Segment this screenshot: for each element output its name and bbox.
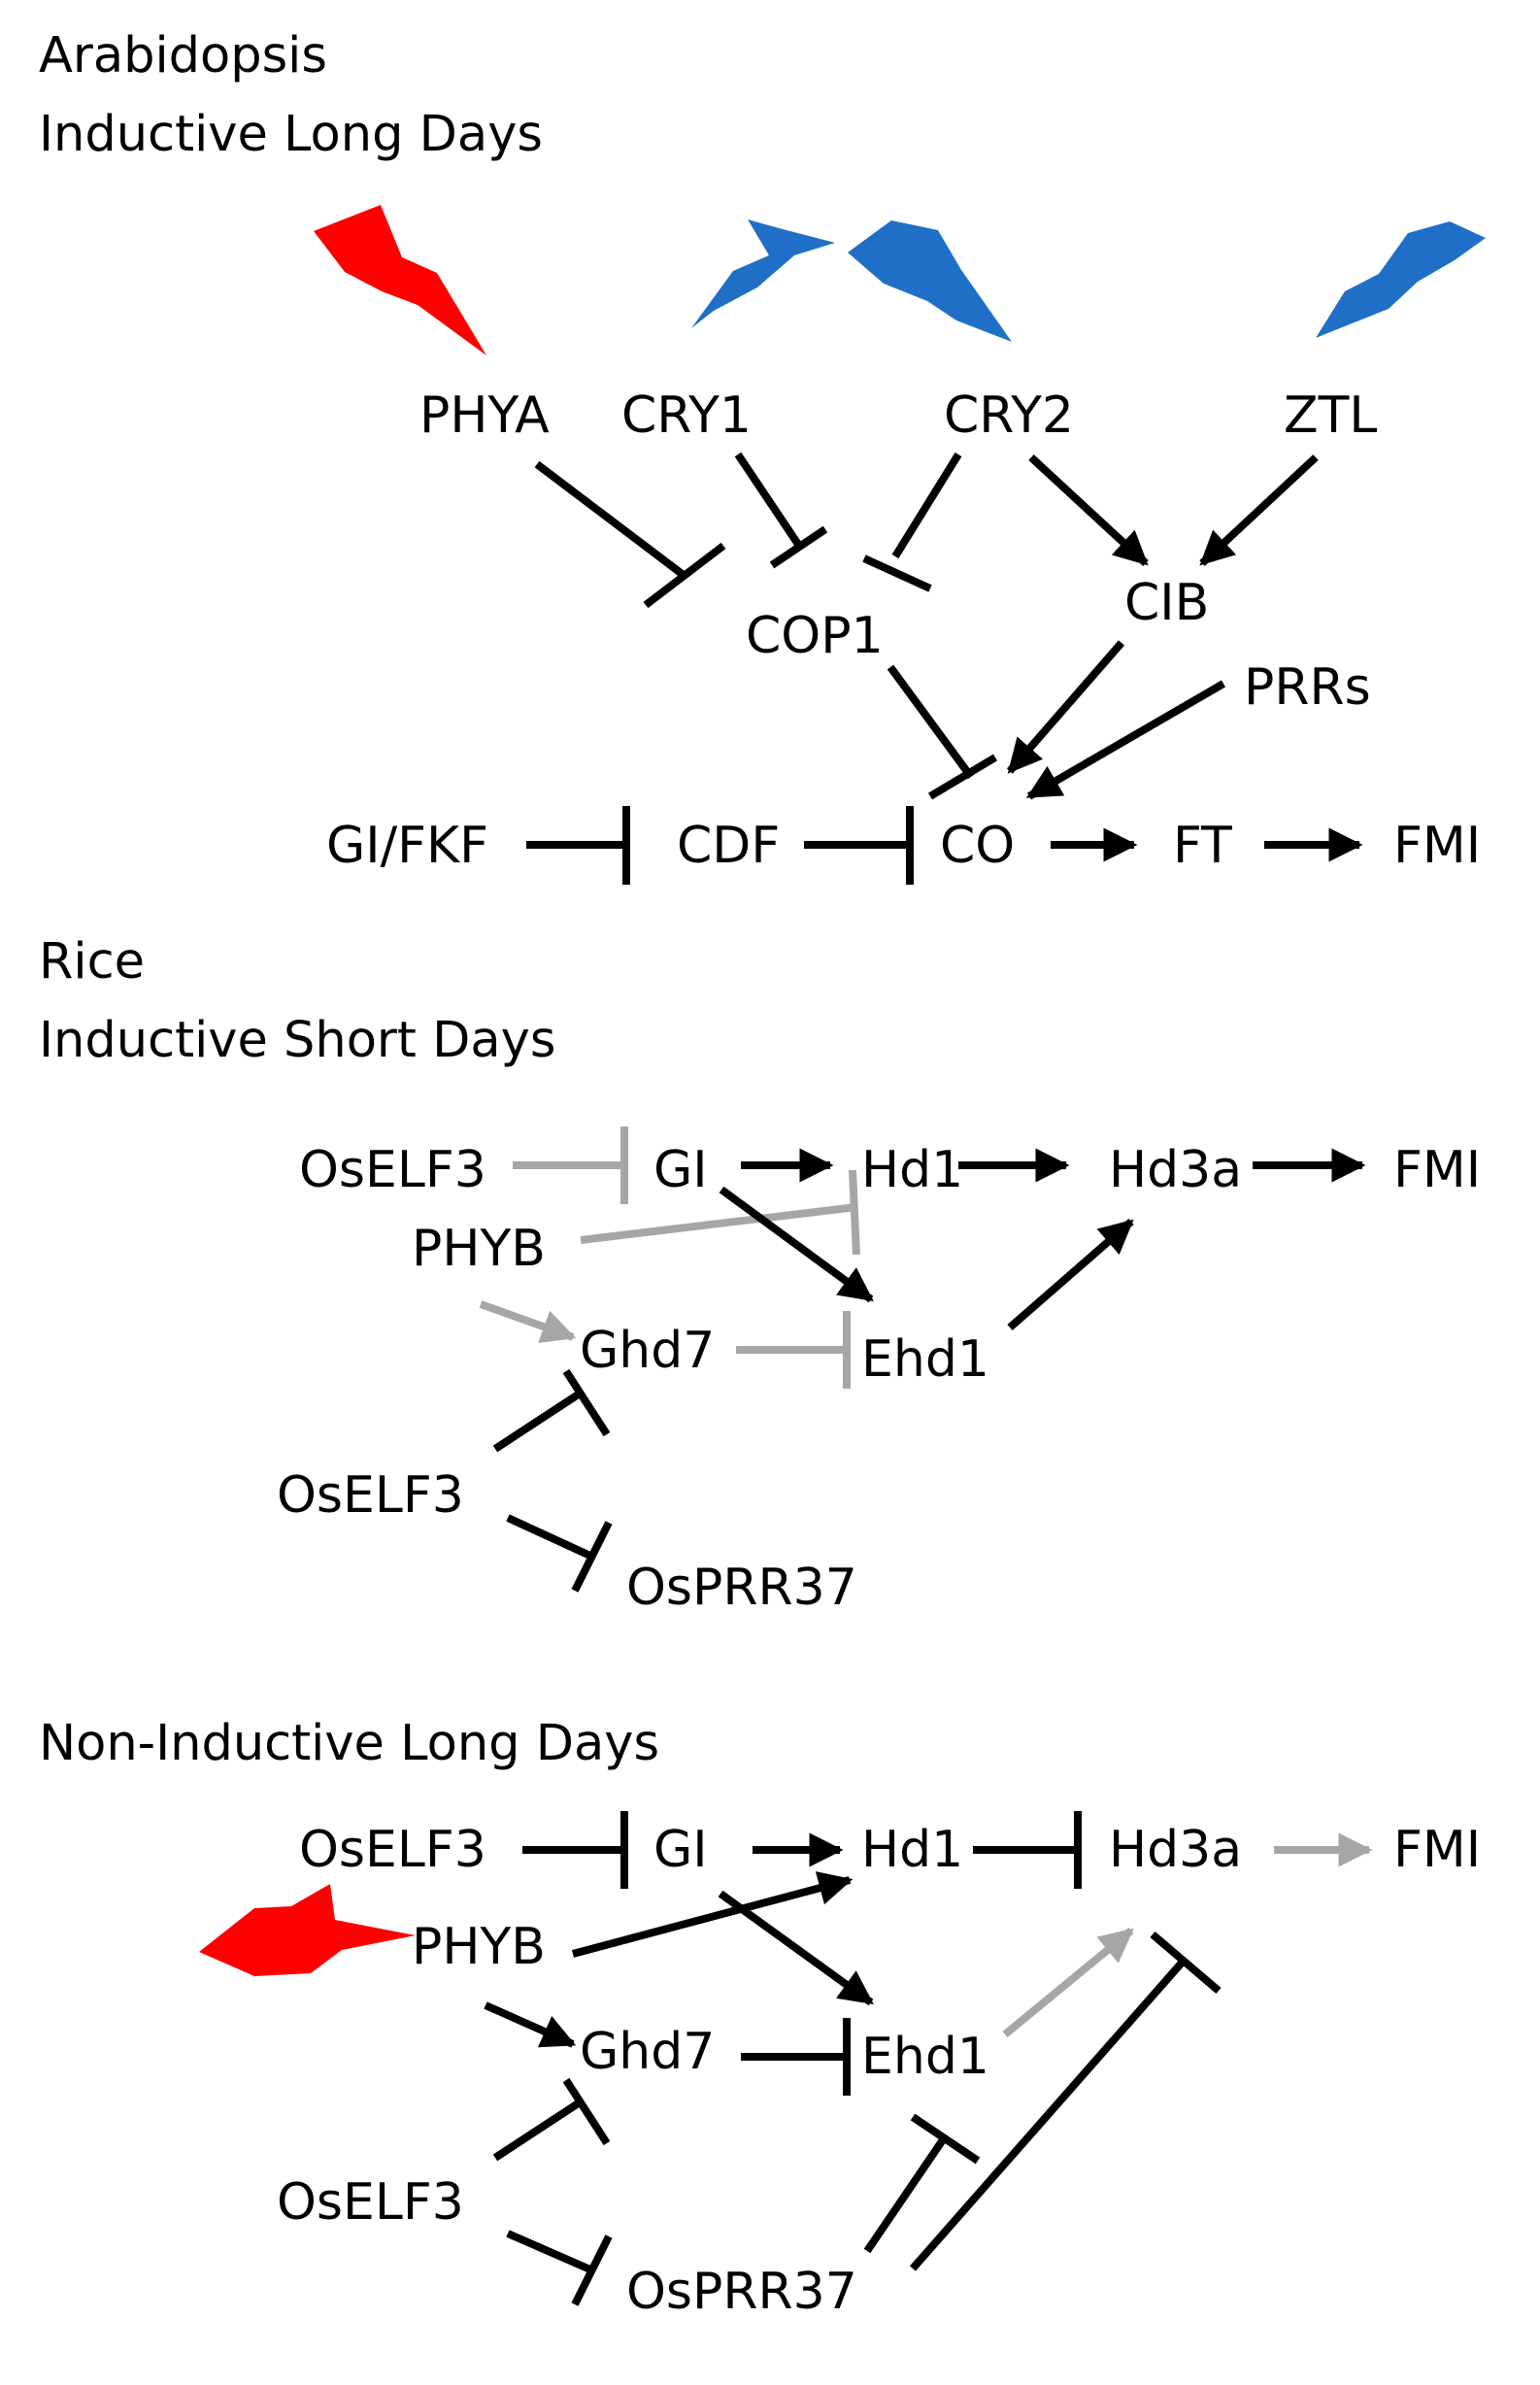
node-ft: FT bbox=[1173, 817, 1232, 875]
rice-short-subtitle: Inductive Short Days bbox=[39, 1012, 555, 1069]
node-hd1: Hd1 bbox=[861, 1821, 963, 1879]
inhibit-oself3-osprr37-line bbox=[506, 2230, 594, 2274]
node-fmi: FMI bbox=[1393, 1141, 1481, 1199]
arrow-ztl-cib bbox=[1199, 454, 1319, 566]
node-gi: GI bbox=[653, 1821, 708, 1879]
node-phyb: PHYB bbox=[412, 1918, 546, 1976]
node-hd3a: Hd3a bbox=[1109, 1141, 1242, 1199]
node-gi: GI bbox=[653, 1141, 708, 1199]
node-co: CO bbox=[940, 817, 1015, 875]
inhibit-cry2-cop1-line bbox=[891, 452, 962, 559]
arabidopsis-subtitle: Inductive Long Days bbox=[39, 106, 543, 163]
node-cib: CIB bbox=[1124, 574, 1209, 632]
inhibit-phya-cop1-line bbox=[534, 460, 687, 580]
arrow-ehd1-hd3a bbox=[1002, 1927, 1134, 2038]
node-cry2: CRY2 bbox=[944, 386, 1074, 445]
node-phyb: PHYB bbox=[412, 1220, 546, 1278]
inhibit-oself3-osprr37-bar bbox=[571, 1521, 613, 1593]
inhibit-osprr37-hd3a-line bbox=[909, 1959, 1187, 2271]
arrow-ehd1-hd3a bbox=[1007, 1218, 1134, 1331]
node-ghd7: Ghd7 bbox=[580, 1322, 715, 1380]
inhibit-cop1-co-bar bbox=[927, 754, 998, 800]
node-phya: PHYA bbox=[419, 386, 550, 445]
rice-title: Rice bbox=[39, 933, 145, 991]
inhibit-oself3-ghd7-line bbox=[492, 2097, 586, 2162]
node-ehd1: Ehd1 bbox=[861, 1330, 989, 1389]
inhibit-oself3-osprr37-line bbox=[506, 1514, 594, 1561]
inhibit-cry2-cop1-bar bbox=[862, 554, 932, 592]
node-cry1: CRY1 bbox=[621, 386, 752, 445]
inhibit-phyb-hd1-line bbox=[580, 1203, 857, 1244]
inhibit-oself3-ghd7-bar bbox=[562, 2077, 611, 2146]
inhibit-cry1-cop1-bar bbox=[769, 525, 828, 569]
node-oself3-second: OsELF3 bbox=[277, 1466, 464, 1525]
node-prrs: PRRs bbox=[1244, 658, 1371, 717]
red-light-bolt-icon bbox=[199, 1884, 416, 1976]
node-ghd7: Ghd7 bbox=[580, 2023, 715, 2081]
arrow-cib-co bbox=[1006, 640, 1125, 774]
arrow-gi-ehd1 bbox=[718, 1890, 874, 2006]
inhibit-phyb-hd1-bar bbox=[849, 1169, 860, 1256]
node-ztl: ZTL bbox=[1284, 386, 1377, 445]
rice-long-days-section: Non-Inductive Long Days OsELF3 GI Hd1 Hd… bbox=[39, 1715, 1481, 2321]
inhibit-osprr37-ehd1-bar bbox=[910, 2113, 981, 2165]
inhibit-cry1-cop1-line bbox=[734, 452, 803, 549]
node-cop1: COP1 bbox=[746, 607, 884, 665]
arrow-phyb-ghd7 bbox=[484, 2001, 577, 2048]
rice-short-days-section: Rice Inductive Short Days OsELF3 GI Hd1 … bbox=[39, 933, 1481, 1617]
node-oself3: OsELF3 bbox=[299, 1141, 486, 1199]
inhibit-osprr37-ehd1-line bbox=[863, 2138, 946, 2254]
arabidopsis-title: Arabidopsis bbox=[39, 27, 327, 84]
node-ehd1: Ehd1 bbox=[861, 2028, 989, 2086]
arrow-gi-ehd1 bbox=[719, 1186, 874, 1303]
node-hd1: Hd1 bbox=[861, 1141, 963, 1199]
inhibit-phya-cop1-bar bbox=[643, 542, 726, 609]
node-osprr37: OsPRR37 bbox=[626, 2263, 857, 2321]
blue-light-bolt-icon bbox=[1316, 221, 1486, 338]
inhibit-oself3-osprr37-bar bbox=[571, 2234, 613, 2306]
node-gi-fkf: GI/FKF bbox=[326, 817, 488, 875]
inhibit-cop1-co-line bbox=[887, 664, 975, 780]
inhibit-oself3-ghd7-line bbox=[492, 1388, 586, 1453]
arrow-phyb-ghd7 bbox=[479, 1300, 577, 1343]
red-light-bolt-icon bbox=[314, 205, 486, 355]
node-oself3: OsELF3 bbox=[299, 1821, 486, 1879]
node-oself3-second: OsELF3 bbox=[277, 2173, 464, 2232]
inhibit-osprr37-hd3a-bar bbox=[1150, 1931, 1222, 1995]
blue-light-bolt-icon bbox=[848, 220, 1012, 342]
inhibit-oself3-ghd7-bar bbox=[562, 1368, 611, 1437]
long-days-title: Non-Inductive Long Days bbox=[39, 1715, 659, 1772]
node-hd3a: Hd3a bbox=[1109, 1821, 1242, 1879]
arabidopsis-section: Arabidopsis Inductive Long Days PHYA CRY… bbox=[39, 27, 1486, 885]
arrow-cry2-cib bbox=[1028, 454, 1149, 566]
node-cdf: CDF bbox=[677, 817, 780, 875]
node-osprr37: OsPRR37 bbox=[626, 1559, 857, 1617]
arrow-phyb-hd1 bbox=[571, 1871, 854, 1958]
node-fmi: FMI bbox=[1393, 1821, 1481, 1879]
arrow-prrs-co bbox=[1025, 680, 1226, 800]
node-fmi: FMI bbox=[1393, 817, 1481, 875]
blue-light-bolt-icon bbox=[691, 219, 835, 328]
